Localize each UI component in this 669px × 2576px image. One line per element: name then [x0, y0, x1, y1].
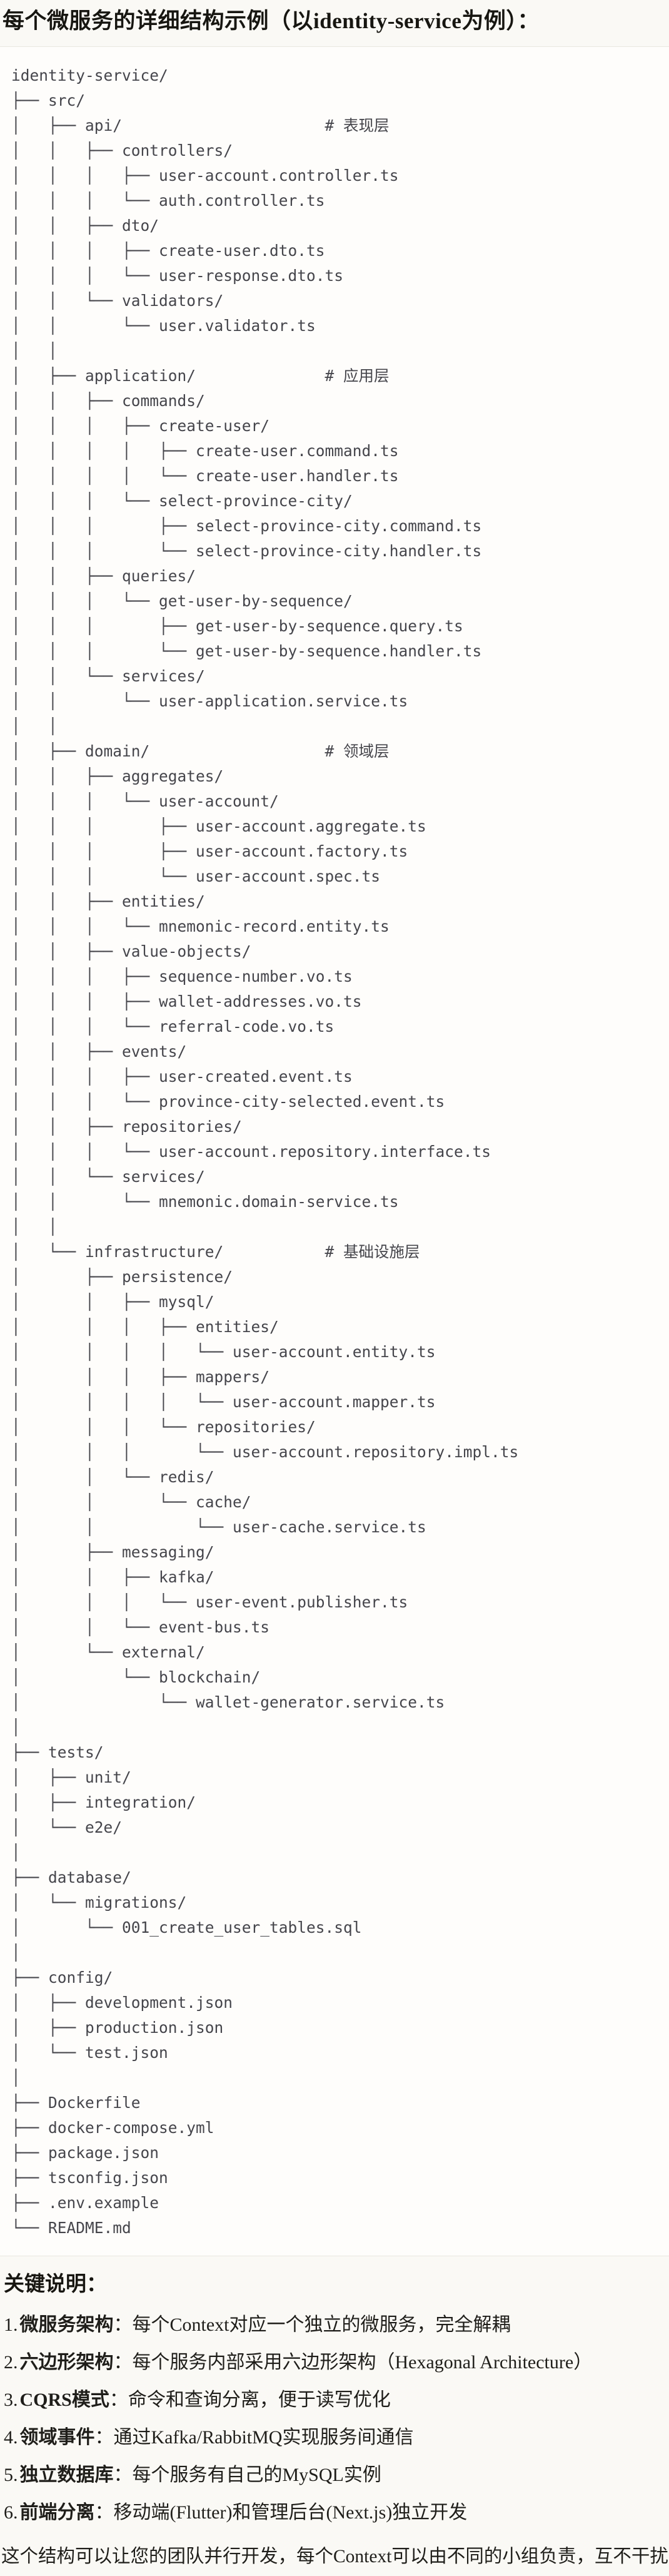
- key-note-item-1: 1.微服务架构：每个Context对应一个独立的微服务，完全解耦: [4, 2313, 664, 2338]
- note-label: CQRS模式: [19, 2390, 109, 2410]
- directory-tree: identity-service/ ├── src/ │ ├── api/ # …: [11, 66, 519, 2237]
- note-description: ：通过Kafka/RabbitMQ实现服务间通信: [94, 2427, 414, 2448]
- note-description: ：每个服务有自己的MySQL实例: [113, 2465, 381, 2485]
- note-number: 3.: [4, 2390, 18, 2410]
- key-notes-heading: 关键说明：: [4, 2273, 107, 2296]
- key-note-item-5: 5.独立数据库：每个服务有自己的MySQL实例: [4, 2463, 664, 2488]
- note-number: 2.: [4, 2352, 18, 2373]
- note-number: 4.: [4, 2427, 18, 2448]
- note-number: 1.: [4, 2314, 18, 2335]
- note-label: 微服务架构: [19, 2314, 114, 2335]
- key-note-item-6: 6.前端分离：移动端(Flutter)和管理后台(Next.js)独立开发: [4, 2500, 664, 2525]
- note-label: 六边形架构: [19, 2352, 114, 2373]
- note-label: 独立数据库: [19, 2465, 114, 2485]
- page-title: 每个微服务的详细结构示例（以identity-service为例）：: [3, 9, 540, 33]
- note-description: ：移动端(Flutter)和管理后台(Next.js)独立开发: [94, 2502, 468, 2523]
- key-notes-section: 关键说明： 1.微服务架构：每个Context对应一个独立的微服务，完全解耦 2…: [0, 2256, 669, 2569]
- note-description: ：每个Context对应一个独立的微服务，完全解耦: [113, 2314, 511, 2335]
- note-label: 领域事件: [19, 2427, 95, 2448]
- key-note-item-4: 4.领域事件：通过Kafka/RabbitMQ实现服务间通信: [4, 2425, 664, 2450]
- note-description: ：命令和查询分离，便于读写优化: [109, 2390, 391, 2410]
- closing-paragraph: 这个结构可以让您的团队并行开发，每个Context可以由不同的小组负责，互不干扰…: [1, 2547, 669, 2567]
- key-note-item-2: 2.六边形架构：每个服务内部采用六边形架构（Hexagonal Architec…: [4, 2350, 664, 2375]
- key-notes-list: 1.微服务架构：每个Context对应一个独立的微服务，完全解耦 2.六边形架构…: [4, 2313, 664, 2525]
- key-note-item-3: 3.CQRS模式：命令和查询分离，便于读写优化: [4, 2388, 664, 2413]
- note-description: ：每个服务内部采用六边形架构（Hexagonal Architecture）: [113, 2352, 593, 2373]
- note-number: 5.: [4, 2465, 18, 2485]
- code-block: identity-service/ ├── src/ │ ├── api/ # …: [0, 46, 669, 2256]
- note-label: 前端分离: [19, 2502, 95, 2523]
- note-number: 6.: [4, 2502, 18, 2523]
